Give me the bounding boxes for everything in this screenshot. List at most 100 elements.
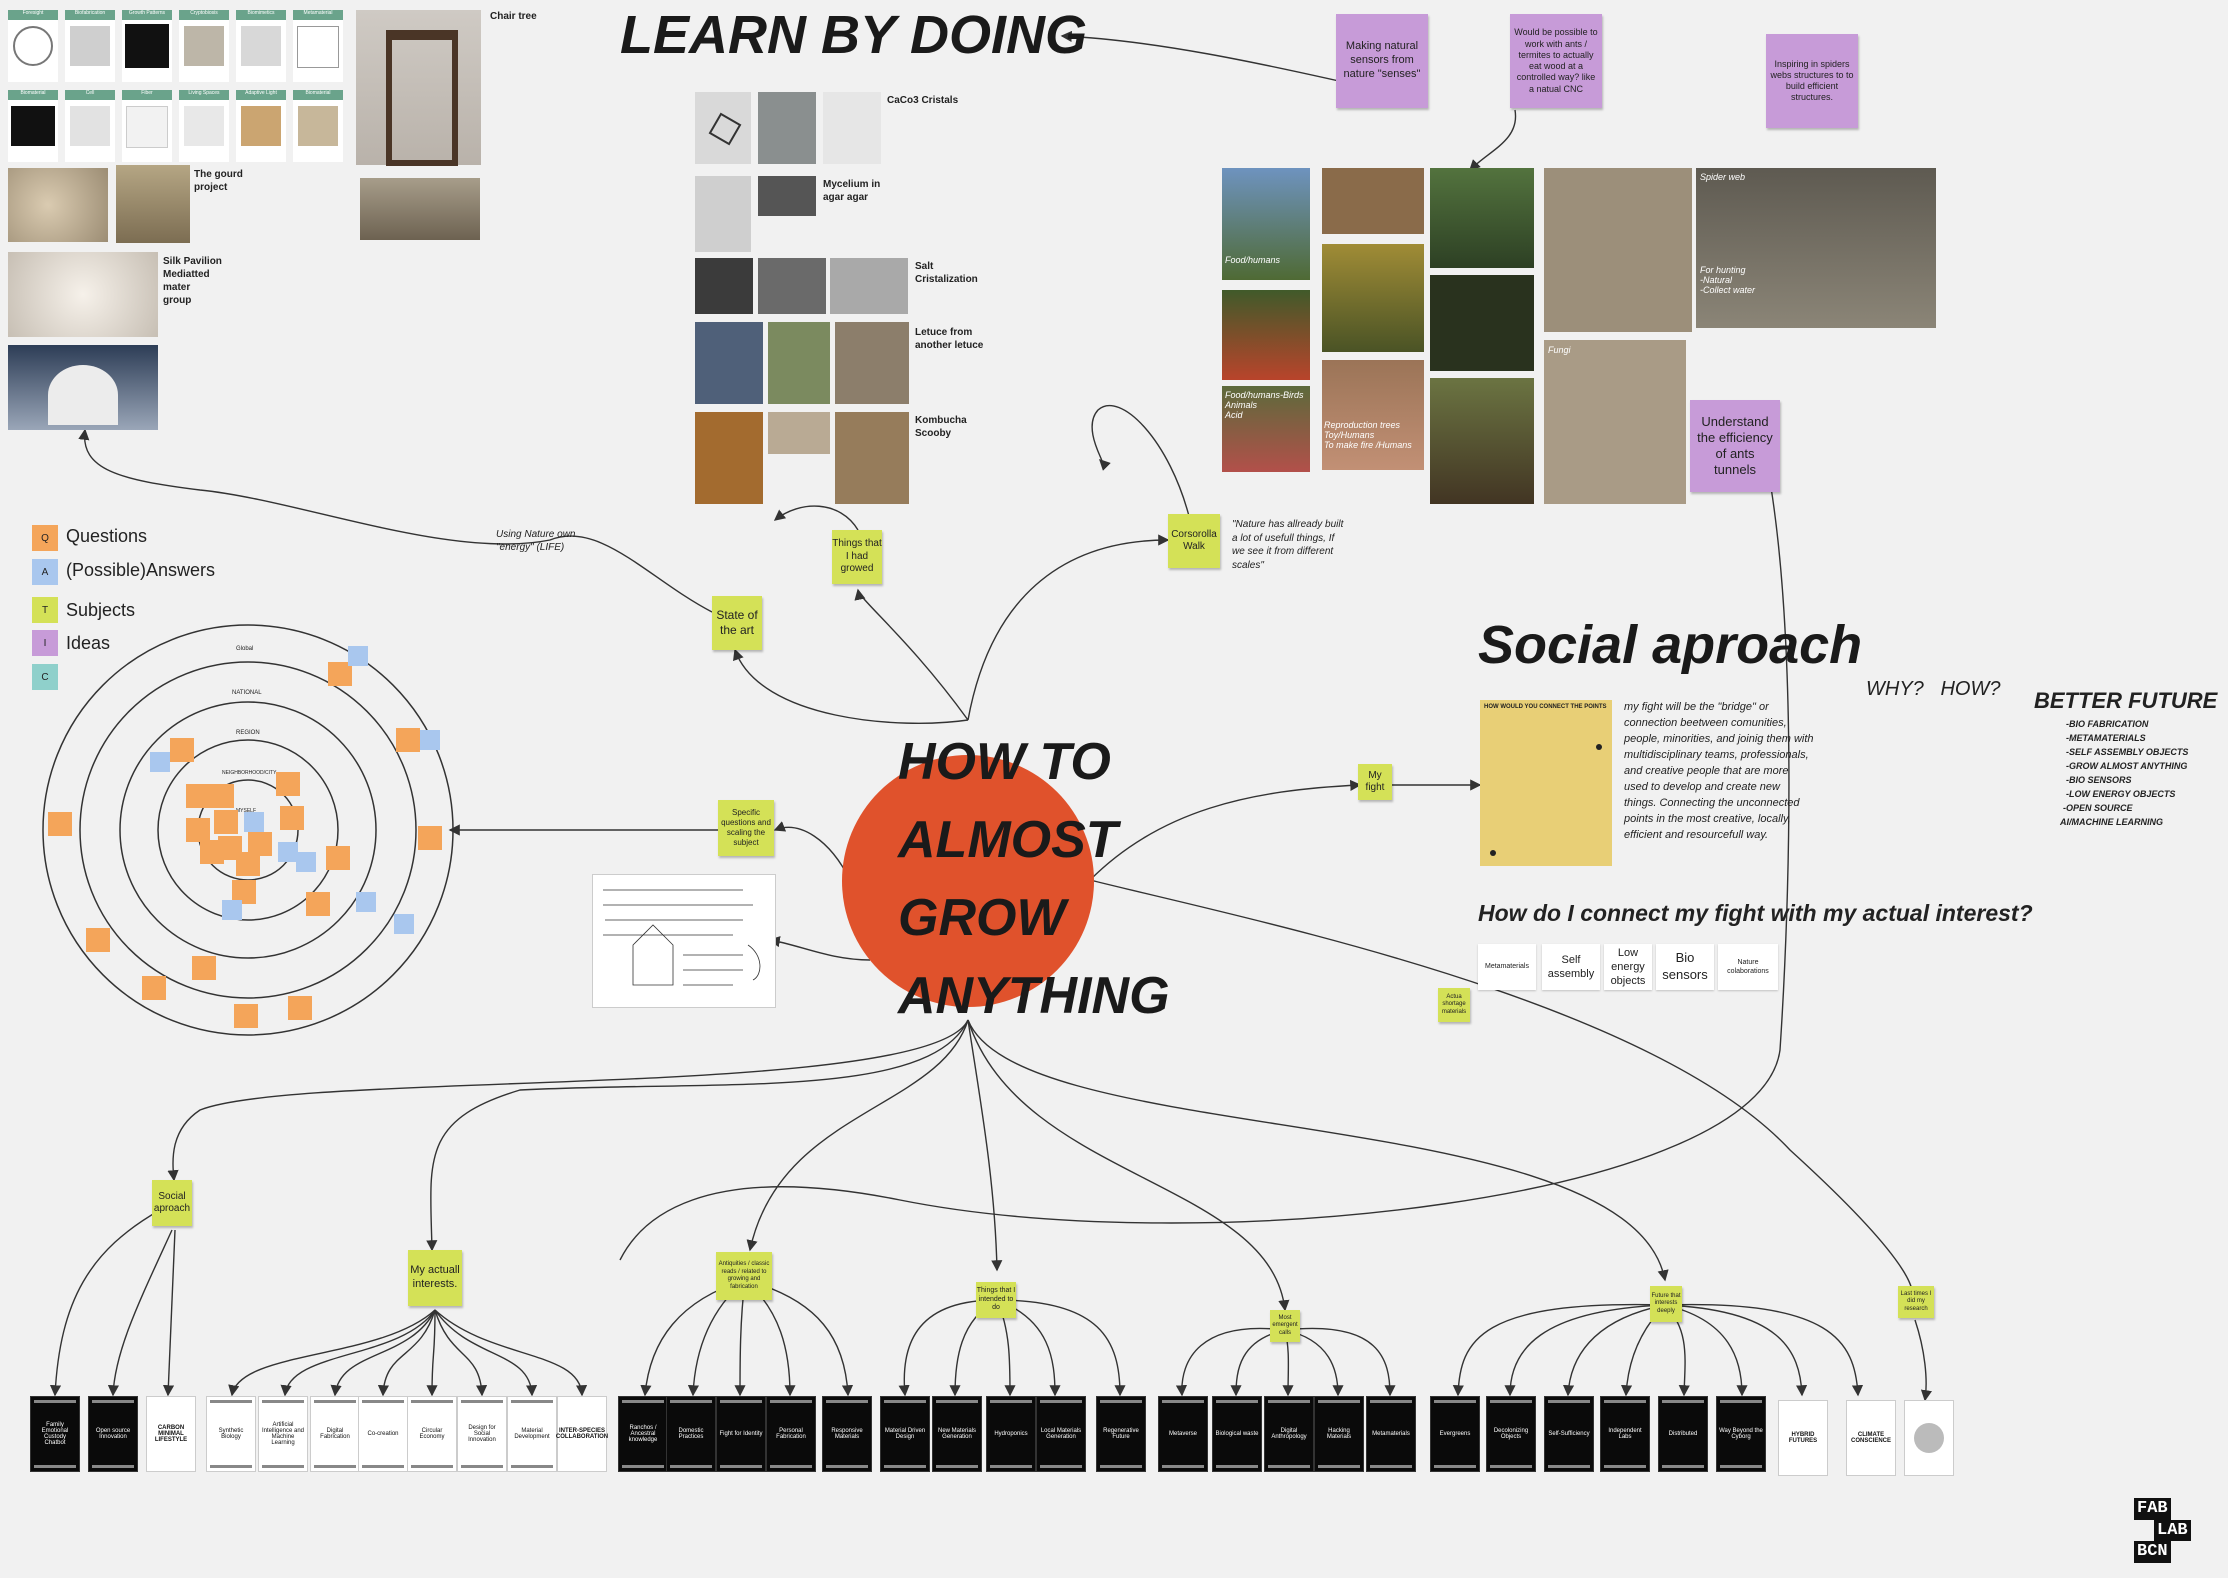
topic-card[interactable]: Hydroponics xyxy=(986,1396,1036,1472)
topic-card[interactable]: Biological waste xyxy=(1212,1396,1262,1472)
topic-card[interactable]: Personal Fabrication xyxy=(766,1396,816,1472)
topic-card[interactable]: Fight for Identity xyxy=(716,1396,766,1472)
question-note[interactable] xyxy=(280,806,304,830)
subject-specific-questions[interactable]: Specific questions and scaling the subje… xyxy=(718,800,774,856)
topic-card[interactable]: Ranchos / Ancestral knowledge xyxy=(618,1396,668,1472)
topic-card[interactable]: Synthetic Biology xyxy=(206,1396,256,1472)
topic-card[interactable]: Material Driven Design xyxy=(880,1396,930,1472)
better-future-list: -BIO FABRICATION -METAMATERIALS -SELF AS… xyxy=(2060,718,2188,830)
question-note[interactable] xyxy=(396,728,420,752)
topic-card[interactable]: Regenerative Future xyxy=(1096,1396,1146,1472)
subject-things-intended[interactable]: Things that I intended to do xyxy=(976,1282,1016,1318)
subject-my-interests[interactable]: My actuall interests. xyxy=(408,1250,462,1306)
topic-card[interactable]: CARBON MINIMAL LIFESTYLE xyxy=(146,1396,196,1472)
topic-card[interactable]: Design for Social Innovation xyxy=(457,1396,507,1472)
question-note[interactable] xyxy=(210,784,234,808)
question-note[interactable] xyxy=(236,852,260,876)
topic-card[interactable]: New Materials Generation xyxy=(932,1396,982,1472)
topic-card[interactable]: CLIMATE CONSCIENCE xyxy=(1846,1400,1896,1476)
topic-card[interactable]: Open source Innovation xyxy=(88,1396,138,1472)
grown-photo xyxy=(823,92,881,164)
topic-card[interactable]: Evergreens xyxy=(1430,1396,1480,1472)
subject-social-aproach[interactable]: Social aproach xyxy=(152,1180,192,1226)
interest-chip[interactable]: Self assembly xyxy=(1542,944,1600,990)
topic-card[interactable]: Hacking Materials xyxy=(1314,1396,1364,1472)
topic-card[interactable]: Family Emotional Custody Chatbot xyxy=(30,1396,80,1472)
topic-card[interactable]: Distributed xyxy=(1658,1396,1708,1472)
interest-chip[interactable]: Nature colaborations xyxy=(1718,944,1778,990)
topic-card[interactable]: Self-Sufficiency xyxy=(1544,1396,1594,1472)
topic-card[interactable]: Co-creation xyxy=(358,1396,408,1472)
question-note[interactable] xyxy=(186,818,210,842)
answer-note[interactable] xyxy=(150,752,170,772)
center-title-line-4: ANYTHING xyxy=(898,967,1170,1025)
ring-label: NATIONAL xyxy=(232,690,262,696)
topic-card[interactable]: INTER-SPECIES COLLABORATION xyxy=(556,1396,608,1472)
question-note[interactable] xyxy=(306,892,330,916)
topic-card[interactable]: Metaverse xyxy=(1158,1396,1208,1472)
subject-antiquities[interactable]: Antiquities / classic reads / related to… xyxy=(716,1252,772,1300)
question-note[interactable] xyxy=(142,976,166,1000)
interest-chip[interactable]: Low energy objects xyxy=(1604,944,1652,990)
topic-card[interactable]: Metamaterials xyxy=(1366,1396,1416,1472)
question-note[interactable] xyxy=(192,956,216,980)
answer-note[interactable] xyxy=(222,900,242,920)
question-note[interactable] xyxy=(86,928,110,952)
topic-card[interactable]: Material Development xyxy=(507,1396,557,1472)
topic-card[interactable]: Local Materials Generation xyxy=(1036,1396,1086,1472)
subject-state-of-art[interactable]: State of the art xyxy=(712,596,762,650)
photo-label: Food/humans xyxy=(1225,255,1281,265)
topic-card[interactable]: Domestic Practices xyxy=(666,1396,716,1472)
fablab-logo: FAB LAB BCN xyxy=(2134,1498,2214,1563)
subject-last-times[interactable]: Last times I did my research xyxy=(1898,1286,1934,1318)
interest-chip[interactable]: Metamaterials xyxy=(1478,944,1536,990)
question-note[interactable] xyxy=(328,662,352,686)
center-circle xyxy=(842,755,1094,1007)
answer-note[interactable] xyxy=(394,914,414,934)
topic-card[interactable]: Artificial Intelligence and Machine Lear… xyxy=(258,1396,308,1472)
topic-card[interactable]: Way Beyond the Cyborg xyxy=(1716,1396,1766,1472)
grid-tile: Cell xyxy=(65,90,115,162)
social-aproach-title: Social aproach xyxy=(1478,615,1863,675)
answer-note[interactable] xyxy=(244,812,264,832)
subject-acuta[interactable]: Actua shortage materials xyxy=(1438,988,1470,1022)
logo-line: BCN xyxy=(2134,1541,2171,1563)
better-future-item: AI/MACHINE LEARNING xyxy=(2060,816,2163,827)
subject-emergent[interactable]: Most emergent calls xyxy=(1270,1310,1300,1342)
topic-card[interactable]: Independent Labs xyxy=(1600,1396,1650,1472)
idea-natural-sensors[interactable]: Making natural sensors from nature "sens… xyxy=(1336,14,1428,108)
topic-card[interactable] xyxy=(1904,1400,1954,1476)
question-note[interactable] xyxy=(186,784,210,808)
topic-card[interactable]: Circular Economy xyxy=(407,1396,457,1472)
topic-card[interactable]: Digital Fabrication xyxy=(310,1396,360,1472)
topic-card[interactable]: HYBRID FUTURES xyxy=(1778,1400,1828,1476)
idea-ants-tunnels[interactable]: Understand the efficiency of ants tunnel… xyxy=(1690,400,1780,492)
idea-ants-cnc[interactable]: Would be possible to work with ants / te… xyxy=(1510,14,1602,108)
question-note[interactable] xyxy=(48,812,72,836)
subject-things-growed[interactable]: Things that I had growed xyxy=(832,530,882,584)
answer-note[interactable] xyxy=(356,892,376,912)
topic-card[interactable]: Digital Anthropology xyxy=(1264,1396,1314,1472)
answer-note[interactable] xyxy=(348,646,368,666)
question-note[interactable] xyxy=(234,1004,258,1028)
subject-my-fight[interactable]: My fight xyxy=(1358,764,1392,800)
answer-note[interactable] xyxy=(420,730,440,750)
question-note[interactable] xyxy=(276,772,300,796)
answer-note[interactable] xyxy=(296,852,316,872)
legend-answer-swatch: A xyxy=(32,559,58,585)
interest-chip[interactable]: Bio sensors xyxy=(1656,944,1714,990)
question-note[interactable] xyxy=(200,840,224,864)
question-note[interactable] xyxy=(288,996,312,1020)
question-note[interactable] xyxy=(326,846,350,870)
grid-tile: Living Spaces xyxy=(179,90,229,162)
question-note[interactable] xyxy=(170,738,194,762)
subject-corsa-walk[interactable]: Corsorolla Walk xyxy=(1168,514,1220,568)
topic-card[interactable]: Responsive Materials xyxy=(822,1396,872,1472)
question-note[interactable] xyxy=(418,826,442,850)
idea-spider-webs[interactable]: Inspiring in spiders webs structures to … xyxy=(1766,34,1858,128)
question-note[interactable] xyxy=(214,810,238,834)
answer-note[interactable] xyxy=(278,842,298,862)
center-title-line-3: GROW xyxy=(898,889,1066,947)
subject-future[interactable]: Future that interests deeply xyxy=(1650,1286,1682,1322)
topic-card[interactable]: Decolonizing Objects xyxy=(1486,1396,1536,1472)
